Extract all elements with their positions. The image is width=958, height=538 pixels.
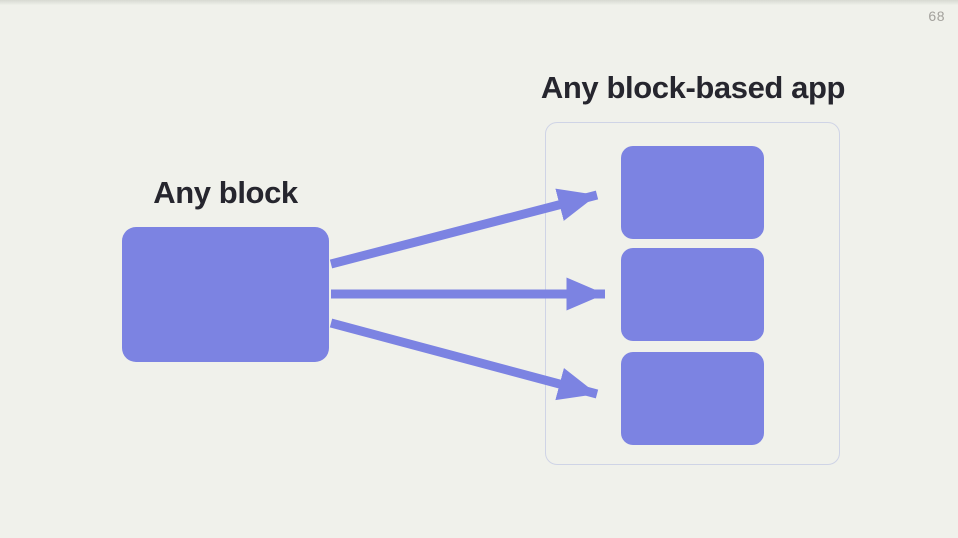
source-block-shape (122, 227, 329, 362)
page-number: 68 (928, 8, 945, 24)
app-block-2 (621, 248, 764, 341)
slide-top-edge (0, 0, 958, 5)
target-app-container (545, 122, 840, 465)
source-block-label: Any block (153, 175, 298, 210)
target-app-title: Any block-based app (540, 70, 846, 105)
app-block-3 (621, 352, 764, 445)
app-block-1 (621, 146, 764, 239)
